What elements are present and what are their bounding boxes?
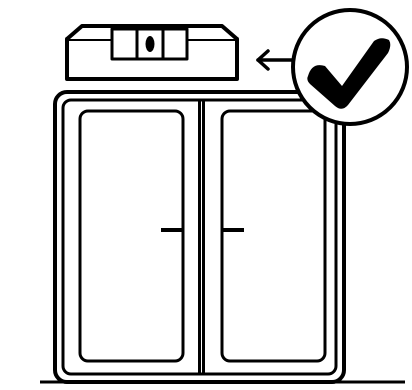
checkmark-circle-icon: [291, 8, 409, 126]
double-door-icon: [53, 90, 346, 384]
right-door-panel: [220, 109, 327, 363]
check-mark: [307, 38, 391, 109]
left-door-panel: [78, 109, 185, 363]
level-bubble: [145, 36, 155, 52]
spirit-level-icon: [65, 24, 239, 81]
check-circle: [291, 8, 409, 126]
arrow-head: [256, 49, 270, 71]
arrow-left-icon: [256, 49, 294, 71]
